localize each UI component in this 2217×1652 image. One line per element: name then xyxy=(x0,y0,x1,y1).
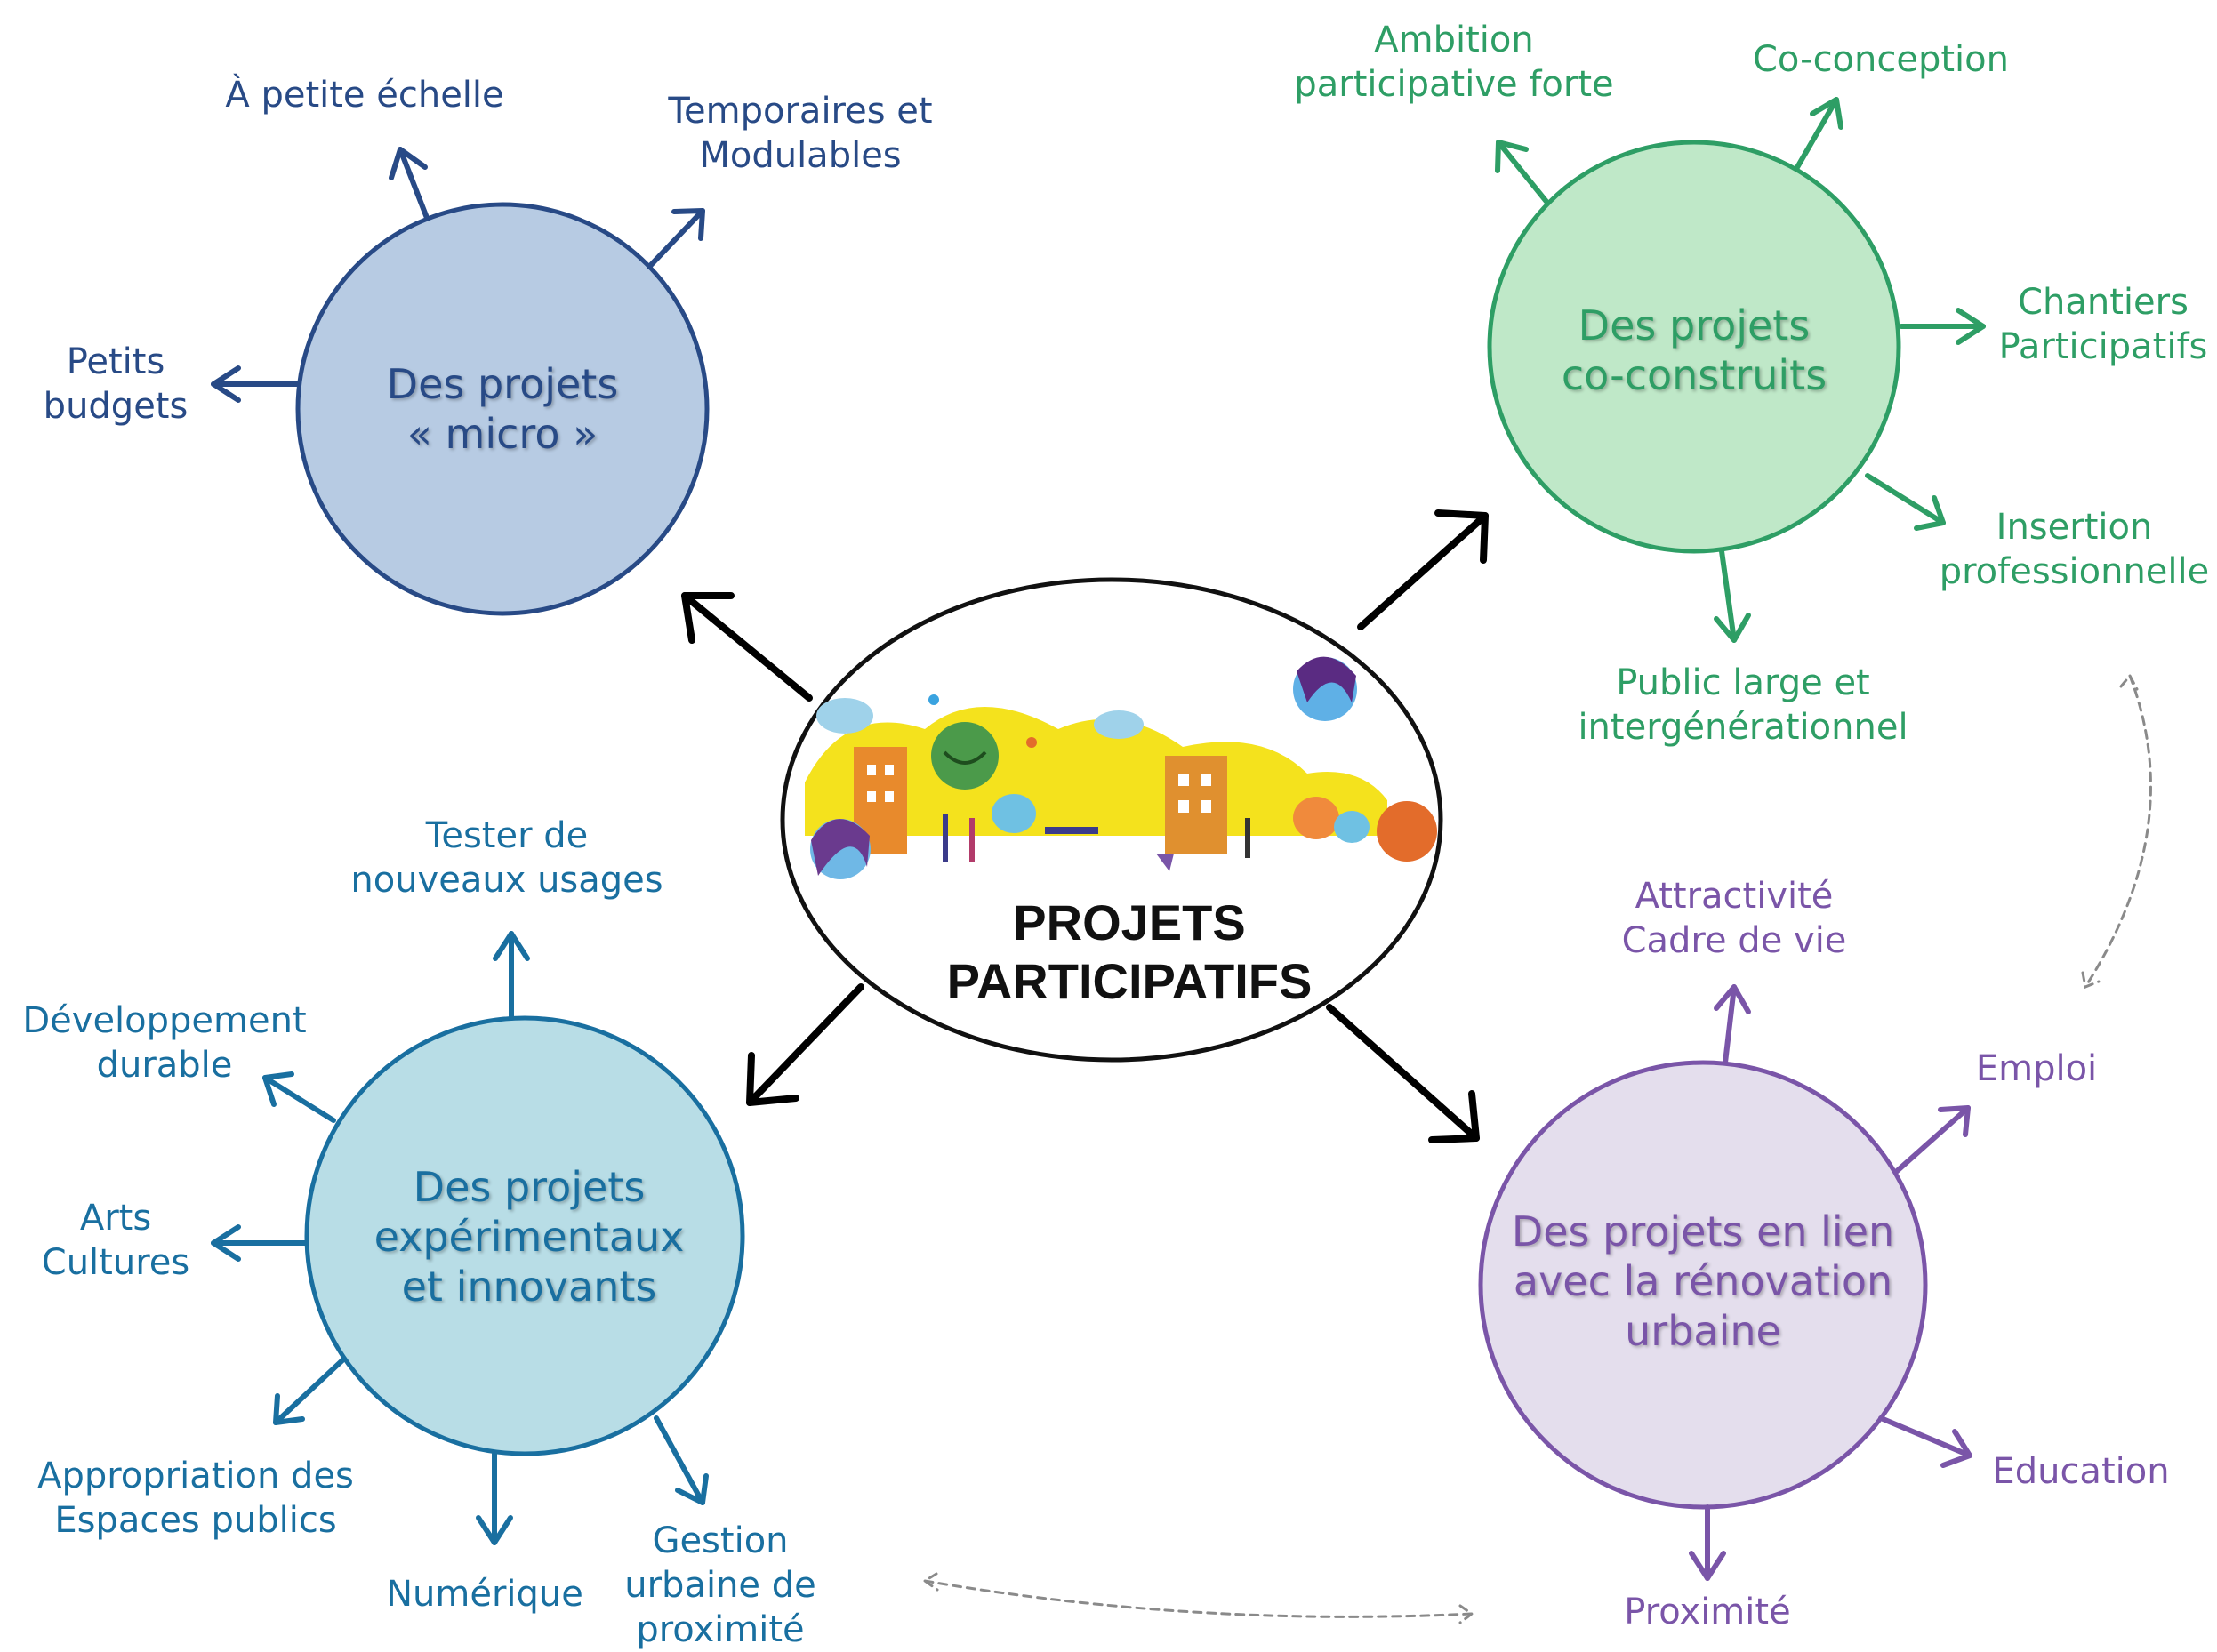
label-arts-line1: Arts xyxy=(79,1198,152,1239)
cocon-title-line2: co-construits xyxy=(1561,351,1827,399)
label-temporaires: Temporaires et Modulables xyxy=(640,89,960,178)
center-title-line2: PARTICIPATIFS xyxy=(946,953,1313,1009)
label-tester: Tester de nouveaux usages xyxy=(329,814,685,902)
label-proximite: Proximité xyxy=(1624,1592,1791,1632)
micro-title: Des projets « micro » xyxy=(325,359,680,459)
cocon-circle xyxy=(1487,140,1901,554)
label-public-line1: Public large et xyxy=(1616,662,1870,703)
reno-title-line1: Des projets en lien xyxy=(1511,1207,1895,1255)
label-insertion-line2: professionnelle xyxy=(1939,551,2210,592)
label-temporaires-line1: Temporaires et xyxy=(668,91,933,132)
exp-title-line1: Des projets xyxy=(413,1163,646,1211)
reno-title: Des projets en lien avec la rénovation u… xyxy=(1485,1207,1921,1356)
label-petits-budgets: Petits budgets xyxy=(27,340,205,429)
label-gestion-line2: urbaine de xyxy=(624,1565,816,1606)
center-title: PROJETS PARTICIPATIFS xyxy=(916,894,1343,1011)
arrow-to-reno xyxy=(1326,1004,1480,1142)
label-petits-budgets-line2: budgets xyxy=(43,386,189,427)
exp-title-line2: expérimentaux xyxy=(374,1213,685,1261)
label-insertion: Insertion professionnelle xyxy=(1934,505,2214,594)
arrow-to-micro xyxy=(681,592,813,702)
label-developpement-line1: Développement xyxy=(22,1000,307,1041)
arrow-to-exp xyxy=(746,983,864,1106)
reno-title-line2: avec la rénovation xyxy=(1513,1257,1893,1305)
label-public-line2: intergénérationnel xyxy=(1578,707,1908,748)
reno-circle xyxy=(1478,1060,1928,1510)
label-appropriation-line1: Appropriation des xyxy=(37,1456,354,1496)
label-ambition-line2: participative forte xyxy=(1294,64,1614,105)
label-developpement: Développement durable xyxy=(13,998,316,1087)
micro-title-line1: Des projets xyxy=(386,360,619,408)
label-insertion-line1: Insertion xyxy=(1996,507,2153,548)
arrow-to-cocon xyxy=(1357,512,1489,630)
label-attractivite: Attractivité Cadre de vie xyxy=(1583,874,1885,963)
label-appropriation: Appropriation des Espaces publics xyxy=(22,1454,369,1543)
label-chantiers-line2: Participatifs xyxy=(1998,326,2208,367)
label-ambition: Ambition participative forte xyxy=(1263,18,1645,107)
label-appropriation-line2: Espaces publics xyxy=(54,1500,337,1541)
label-gestion: Gestion urbaine de proximité xyxy=(605,1519,836,1652)
label-tester-line1: Tester de xyxy=(425,815,589,856)
exp-title: Des projets expérimentaux et innovants xyxy=(329,1162,729,1311)
label-petite-echelle: À petite échelle xyxy=(225,75,504,116)
label-developpement-line2: durable xyxy=(96,1045,233,1086)
label-petits-budgets-line1: Petits xyxy=(66,341,165,382)
label-education: Education xyxy=(1992,1451,2170,1492)
label-public: Public large et intergénérationnel xyxy=(1556,661,1930,750)
exp-title-line3: et innovants xyxy=(401,1263,657,1311)
dashed-link-right xyxy=(2084,674,2152,989)
label-ambition-line1: Ambition xyxy=(1374,20,1534,60)
exp-circle xyxy=(304,1015,745,1456)
label-coconception: Co-conception xyxy=(1752,39,2009,80)
label-gestion-line1: Gestion xyxy=(652,1520,789,1561)
cocon-title-line1: Des projets xyxy=(1578,301,1811,349)
label-attractivite-line2: Cadre de vie xyxy=(1621,920,1847,961)
label-chantiers-line1: Chantiers xyxy=(2018,282,2189,323)
label-temporaires-line2: Modulables xyxy=(699,135,902,176)
label-emploi: Emploi xyxy=(1975,1048,2098,1089)
micro-title-line2: « micro » xyxy=(406,410,598,458)
label-arts: Arts Cultures xyxy=(27,1196,205,1285)
reno-title-line3: urbaine xyxy=(1625,1307,1781,1355)
label-gestion-line3: proximité xyxy=(636,1609,805,1650)
label-tester-line2: nouveaux usages xyxy=(350,860,663,901)
center-title-line1: PROJETS xyxy=(1013,894,1246,950)
community-illustration xyxy=(805,656,1437,879)
label-attractivite-line1: Attractivité xyxy=(1635,876,1834,917)
label-arts-line2: Cultures xyxy=(41,1242,190,1283)
label-numerique: Numérique xyxy=(386,1574,583,1615)
dashed-link-bottom xyxy=(923,1579,1474,1618)
cocon-title: Des projets co-construits xyxy=(1516,301,1872,400)
label-chantiers: Chantiers Participatifs xyxy=(1988,280,2217,369)
micro-circle xyxy=(295,202,710,616)
